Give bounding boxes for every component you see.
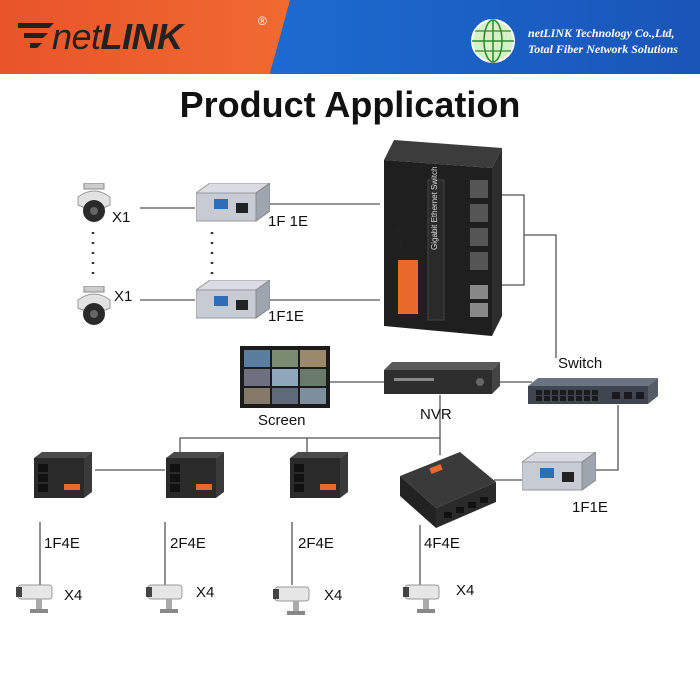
- bullet-camera-icon: [16, 584, 53, 613]
- gigabit-switch-icon: [384, 140, 502, 336]
- network-switch-icon: [528, 378, 658, 404]
- stripes-logo-icon: [18, 23, 54, 48]
- converter-label-right: 1F1E: [572, 499, 608, 516]
- converter-label-top: 1F 1E: [268, 213, 309, 230]
- bullet-camera-icon: [273, 586, 310, 615]
- switch-brand-text: netLINK: [394, 225, 403, 256]
- nvr-icon: [384, 362, 500, 394]
- media-converter-icon: [196, 280, 270, 319]
- switch-model-text: Gigabit Ethernet Switch: [430, 166, 439, 250]
- bullet-camera-icon: [403, 584, 440, 613]
- switch-label: Switch: [558, 355, 603, 372]
- dome-camera-icon: [77, 286, 111, 325]
- fiber-switch-2f4e-icon: [290, 452, 348, 498]
- camera-count-bottom: X1: [114, 288, 133, 305]
- company-tagline: Total Fiber Network Solutions: [528, 42, 678, 56]
- bullet-count-1: X4: [64, 587, 83, 604]
- registered-mark: ®: [258, 14, 267, 28]
- bullet-count-4: X4: [456, 582, 475, 599]
- nvr-label: NVR: [420, 406, 452, 423]
- monitor-screen-icon: [240, 346, 330, 408]
- screen-label: Screen: [258, 412, 306, 429]
- company-name: netLINK Technology Co.,Ltd,: [528, 26, 675, 40]
- branch-label-4f4e: 4F4E: [424, 535, 460, 552]
- header-orange-band: [0, 0, 290, 74]
- converter-label-bottom: 1F1E: [268, 308, 304, 325]
- branch-label-2f4e: 2F4E: [170, 535, 206, 552]
- dome-camera-icon: [77, 183, 111, 222]
- globe-icon: [471, 19, 515, 63]
- header-banner: netLINK ® netLINK Technology Co.,Ltd, To…: [0, 0, 700, 74]
- fiber-switch-1f4e-icon: [34, 452, 92, 498]
- logo-net-text: net: [52, 16, 101, 57]
- branch-label-1f4e: 1F4E: [44, 535, 80, 552]
- logo-link-text: LINK: [100, 16, 184, 57]
- bullet-camera-icon: [146, 584, 183, 613]
- camera-count-top: X1: [112, 209, 131, 226]
- branch-label-2f4e: 2F4E: [298, 535, 334, 552]
- fiber-switch-4f4e-icon: [400, 452, 496, 528]
- page-title: Product Application: [179, 84, 521, 125]
- fiber-switch-2f4e-icon: [166, 452, 224, 498]
- media-converter-icon: [522, 452, 596, 491]
- brand-logo: netLINK: [52, 16, 183, 58]
- bullet-count-2: X4: [196, 584, 215, 601]
- bullet-count-3: X4: [324, 587, 343, 604]
- media-converter-icon: [196, 183, 270, 222]
